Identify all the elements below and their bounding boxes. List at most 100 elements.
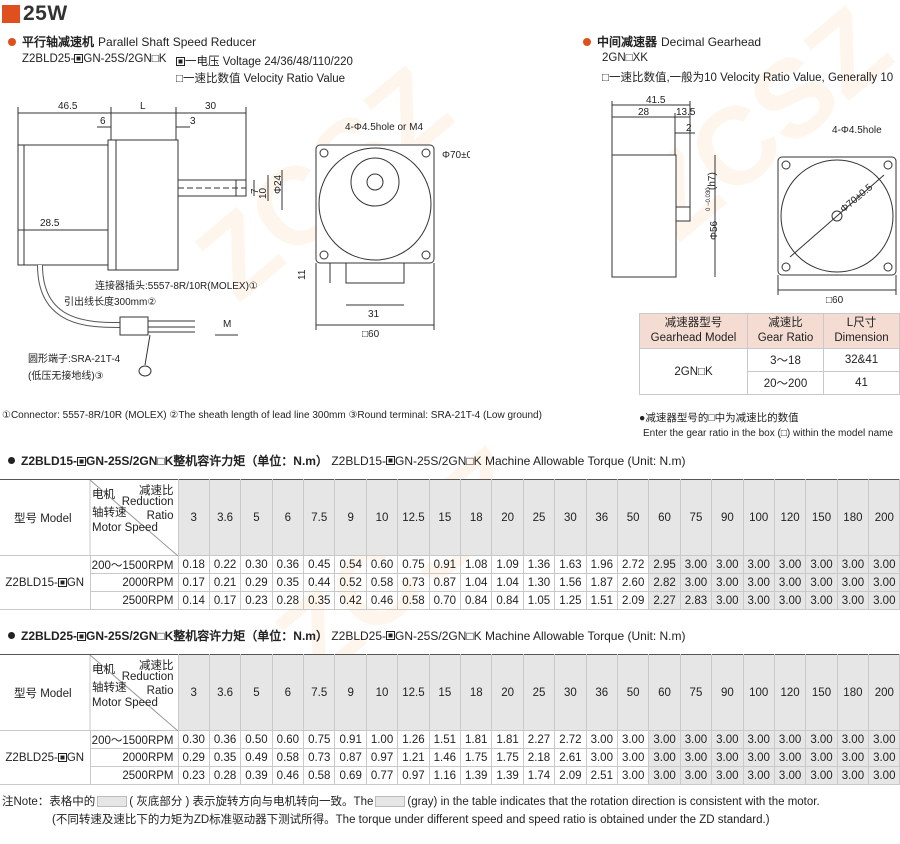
- torque-value: 0.58: [397, 591, 430, 610]
- page-title: 25W: [2, 2, 68, 25]
- torque-value: 0.91: [334, 730, 367, 749]
- torque-value: 3.00: [743, 591, 775, 610]
- dim-60: □60: [362, 329, 380, 340]
- torque-value: 3.00: [711, 748, 744, 767]
- ratio-header: 75: [680, 654, 713, 731]
- torque-value: 3.00: [837, 748, 870, 767]
- torque-value: 3.00: [586, 730, 618, 749]
- ratio-header: 120: [774, 654, 807, 731]
- ratio-header: 200: [868, 479, 900, 556]
- torque-value: 3.00: [774, 748, 807, 767]
- torque-value: 3.00: [617, 730, 650, 749]
- dim-7: 7: [250, 188, 261, 194]
- torque-value: 1.39: [460, 766, 493, 785]
- torque-value: 1.75: [491, 748, 524, 767]
- gh-model: 2GN□K: [639, 348, 748, 395]
- torque-value: 2.83: [680, 591, 713, 610]
- ratio-header: 50: [617, 654, 650, 731]
- torque-value: 0.21: [209, 573, 242, 592]
- dim-hole: 4-Φ4.5hole or M4: [345, 122, 423, 133]
- torque-value: 0.30: [240, 555, 273, 574]
- torque-value: 3.00: [868, 555, 900, 574]
- rdim-41-5: 41.5: [646, 95, 666, 106]
- speed-cell: 2000RPM: [90, 748, 179, 767]
- torque-value: 3.00: [680, 766, 713, 785]
- torque-value: 1.04: [460, 573, 493, 592]
- rdim-phi56-tol: 0 −0.030: [706, 187, 712, 211]
- torque-value: 0.87: [429, 573, 462, 592]
- ratio-header: 3: [178, 479, 210, 556]
- torque-title: Z2BLD15-GN-25S/2GN□K整机容许力矩（单位：N.m） Z2BLD…: [8, 452, 686, 469]
- gearhead-note1: ●减速器型号的□中为减速比的数值: [639, 412, 799, 424]
- model-cell: Z2BLD25-GN: [0, 730, 91, 785]
- voltage-box-icon: [57, 577, 67, 587]
- torque-value: 3.00: [774, 573, 807, 592]
- ratio-header: 150: [805, 654, 838, 731]
- ratio-header: 30: [554, 479, 587, 556]
- ratio-header: 90: [711, 654, 744, 731]
- ratio-header: 9: [334, 654, 367, 731]
- torque-value: 0.45: [303, 555, 336, 574]
- torque-value: 1.25: [554, 591, 587, 610]
- speed-cell: 200～1500RPM: [90, 555, 179, 574]
- ratio-header: 120: [774, 479, 807, 556]
- torque-value: 3.00: [774, 591, 807, 610]
- dim-10: 10: [258, 187, 269, 199]
- torque-value: 3.00: [805, 573, 838, 592]
- torque-value: 0.75: [397, 555, 430, 574]
- torque-value: 3.00: [837, 555, 870, 574]
- torque-value: 3.00: [743, 555, 775, 574]
- torque-value: 3.00: [711, 730, 744, 749]
- torque-value: 0.50: [240, 730, 273, 749]
- voltage-box-icon: [57, 752, 67, 762]
- ratio-header: 25: [523, 479, 556, 556]
- label-ground: (低压无接地线)③: [28, 371, 104, 382]
- speed-cell: 2500RPM: [90, 766, 179, 785]
- torque-value: 3.00: [805, 730, 838, 749]
- motor-drawing: 46.5 L 30 6 3 28.5 7 10 Φ24 4-Φ4.5hole o…: [17, 101, 470, 377]
- grey-legend-box: [97, 796, 128, 808]
- ratio-header: 36: [586, 654, 618, 731]
- voltage-box-icon: [77, 457, 87, 466]
- rdim-60: □60: [826, 295, 844, 305]
- torque-value: 0.30: [178, 730, 210, 749]
- bullet-icon: [8, 457, 15, 464]
- ratio-header: 100: [743, 479, 775, 556]
- ratio-header: 9: [334, 479, 367, 556]
- ratio-header: 100: [743, 654, 775, 731]
- torque-value: 1.16: [429, 766, 462, 785]
- torque-value: 3.00: [805, 555, 838, 574]
- torque-value: 0.39: [240, 766, 273, 785]
- ratio-header: 10: [366, 479, 399, 556]
- ratio-header: 12.5: [397, 479, 430, 556]
- bullet-icon: [8, 632, 15, 639]
- torque-value: 3.00: [805, 766, 838, 785]
- dim-46-5: 46.5: [58, 101, 78, 112]
- gh-dim: 32&41: [823, 348, 900, 372]
- torque-value: 3.00: [680, 730, 713, 749]
- label-connector: 连接器插头:5557-8R/10R(MOLEX)①: [95, 281, 258, 292]
- torque-value: 3.00: [868, 573, 900, 592]
- dim-31: 31: [368, 309, 380, 320]
- torque-value: 3.00: [837, 573, 870, 592]
- ratio-header: 5: [240, 654, 273, 731]
- torque-value: 1.74: [523, 766, 556, 785]
- ratio-header: 180: [837, 479, 870, 556]
- torque-value: 3.00: [648, 730, 681, 749]
- gearhead-note2: Enter the gear ratio in the box (□) with…: [643, 428, 894, 439]
- grey-legend-box: [375, 796, 406, 808]
- label-terminal: 圆形端子:SRA-21T-4: [28, 354, 121, 365]
- torque-value: 0.35: [303, 591, 336, 610]
- torque-value: 3.00: [586, 748, 618, 767]
- torque-value: 2.61: [554, 748, 587, 767]
- torque-value: 3.00: [743, 766, 775, 785]
- torque-value: 0.18: [178, 555, 210, 574]
- voltage-box-icon: [386, 456, 396, 465]
- torque-value: 1.81: [491, 730, 524, 749]
- torque-value: 0.46: [366, 591, 399, 610]
- ratio-header: 3.6: [209, 479, 242, 556]
- torque-value: 1.36: [523, 555, 556, 574]
